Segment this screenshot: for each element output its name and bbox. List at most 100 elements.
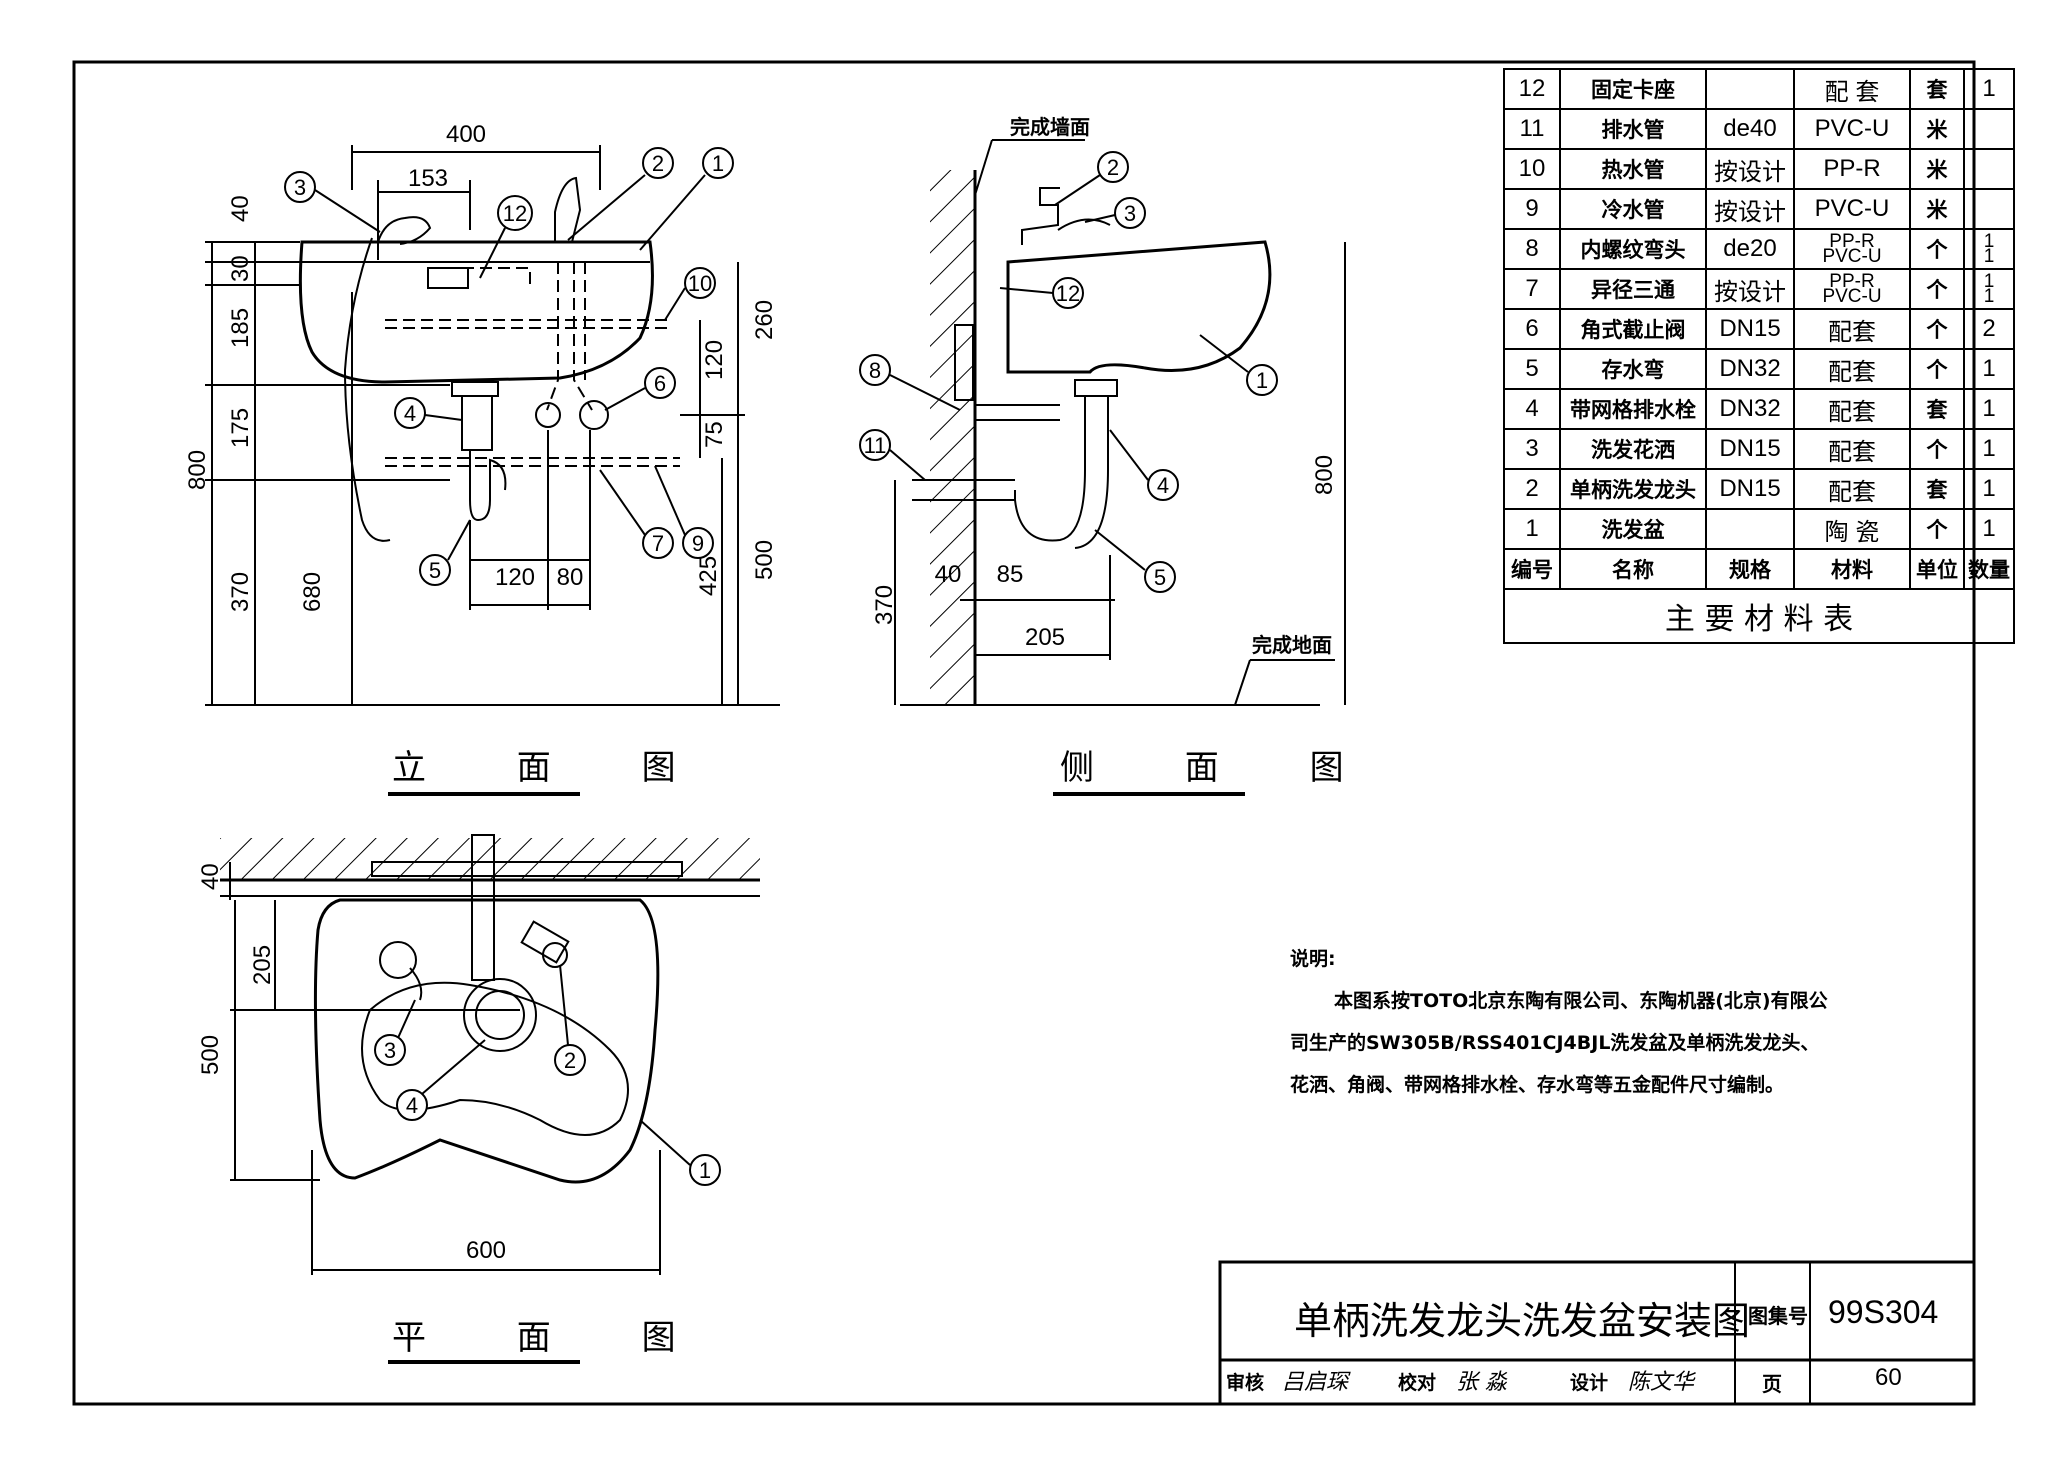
callout-p1: 1 bbox=[689, 1154, 721, 1186]
callout-e9: 9 bbox=[682, 527, 714, 559]
svg-text:2: 2 bbox=[1107, 155, 1119, 180]
finished-wall-label: 完成墙面 bbox=[1010, 115, 1090, 139]
check-label: 校对 bbox=[1398, 1372, 1437, 1394]
check-signature: 张 淼 bbox=[1456, 1370, 1507, 1395]
finished-floor-label: 完成地面 bbox=[1252, 633, 1332, 657]
row-unit: 米 bbox=[1909, 108, 1965, 150]
row-spec: DN15 bbox=[1705, 308, 1795, 350]
dim-e40: 40 bbox=[227, 195, 254, 222]
row-spec bbox=[1705, 68, 1795, 110]
svg-text:4: 4 bbox=[406, 1093, 418, 1118]
row-spec bbox=[1705, 508, 1795, 550]
side-view-title: 侧 面 图 bbox=[1060, 748, 1384, 788]
svg-text:5: 5 bbox=[429, 558, 441, 583]
qty-line-1: 1 bbox=[1983, 271, 1995, 292]
callout-s4: 4 bbox=[1147, 469, 1179, 501]
callout-s11: 11 bbox=[859, 429, 891, 461]
row-name: 排水管 bbox=[1559, 108, 1707, 150]
svg-text:12: 12 bbox=[1056, 281, 1080, 306]
qty-line-2: 1 bbox=[1983, 286, 1995, 307]
notes-line-1: 本图系按TOTO北京东陶有限公司、东陶机器(北京)有限公 bbox=[1334, 990, 1828, 1012]
row-unit: 套 bbox=[1909, 468, 1965, 510]
dim-p40: 40 bbox=[197, 863, 224, 890]
dim-s205: 205 bbox=[1025, 624, 1065, 651]
row-name: 洗发花洒 bbox=[1559, 428, 1707, 470]
row-number: 6 bbox=[1503, 308, 1561, 350]
callout-s3: 3 bbox=[1114, 197, 1146, 229]
dim-e80: 80 bbox=[557, 564, 584, 591]
callout-e1: 1 bbox=[702, 147, 734, 179]
row-unit: 个 bbox=[1909, 308, 1965, 350]
svg-text:4: 4 bbox=[404, 401, 416, 426]
svg-text:8: 8 bbox=[869, 358, 881, 383]
svg-text:6: 6 bbox=[654, 371, 666, 396]
material-line-1: PP-R bbox=[1829, 271, 1875, 292]
row-spec: 按设计 bbox=[1705, 188, 1795, 230]
row-material: 陶 瓷 bbox=[1793, 508, 1911, 550]
atlas-number: 99S304 bbox=[1828, 1294, 1939, 1330]
svg-text:12: 12 bbox=[503, 201, 527, 226]
row-qty bbox=[1963, 108, 2015, 150]
side-view bbox=[894, 139, 1346, 706]
row-material: 配套 bbox=[1793, 308, 1911, 350]
row-unit: 个 bbox=[1909, 348, 1965, 390]
callout-s12: 12 bbox=[1052, 277, 1084, 309]
row-spec: DN32 bbox=[1705, 388, 1795, 430]
dim-e175: 175 bbox=[227, 408, 254, 448]
callout-e2: 2 bbox=[642, 147, 674, 179]
callout-p2: 2 bbox=[554, 1044, 586, 1076]
qty-line-2: 1 bbox=[1983, 246, 1995, 267]
row-name: 热水管 bbox=[1559, 148, 1707, 190]
header-material: 材料 bbox=[1793, 548, 1911, 590]
callout-e7: 7 bbox=[642, 527, 674, 559]
row-qty: 1 bbox=[1963, 388, 2015, 430]
dim-e370: 370 bbox=[227, 572, 254, 612]
atlas-label: 图集号 bbox=[1748, 1304, 1808, 1328]
dim-s800: 800 bbox=[1311, 455, 1338, 495]
header-no: 编号 bbox=[1503, 548, 1561, 590]
row-qty: 1 bbox=[1963, 428, 2015, 470]
notes-line-2: 司生产的SW305B/RSS401CJ4BJL洗发盆及单柄洗发龙头、 bbox=[1290, 1032, 1820, 1054]
row-number: 4 bbox=[1503, 388, 1561, 430]
callout-e4: 4 bbox=[394, 397, 426, 429]
row-number: 10 bbox=[1503, 148, 1561, 190]
material-line-1: PP-R bbox=[1829, 231, 1875, 252]
callout-e10: 10 bbox=[684, 267, 716, 299]
svg-text:2: 2 bbox=[564, 1048, 576, 1073]
plan-view bbox=[220, 834, 760, 1275]
row-unit: 米 bbox=[1909, 148, 1965, 190]
row-number: 12 bbox=[1503, 68, 1561, 110]
dim-e425: 425 bbox=[695, 556, 722, 596]
row-number: 3 bbox=[1503, 428, 1561, 470]
notes-heading: 说明: bbox=[1290, 948, 1336, 970]
row-material: PVC-U bbox=[1793, 188, 1911, 230]
row-number: 9 bbox=[1503, 188, 1561, 230]
elevation-view-title: 立 面 图 bbox=[392, 748, 716, 788]
svg-text:11: 11 bbox=[864, 433, 887, 458]
callout-s1: 1 bbox=[1246, 364, 1278, 396]
svg-text:1: 1 bbox=[712, 151, 724, 176]
callout-e6: 6 bbox=[644, 367, 676, 399]
row-spec: DN32 bbox=[1705, 348, 1795, 390]
row-name: 存水弯 bbox=[1559, 348, 1707, 390]
dim-e30: 30 bbox=[227, 255, 254, 282]
header-unit: 单位 bbox=[1909, 548, 1965, 590]
callout-s8: 8 bbox=[859, 354, 891, 386]
dim-e500: 500 bbox=[751, 540, 778, 580]
dim-p600: 600 bbox=[466, 1237, 506, 1264]
row-qty: 1 bbox=[1963, 508, 2015, 550]
callout-e12: 12 bbox=[497, 195, 533, 231]
row-material: 配套 bbox=[1793, 348, 1911, 390]
elevation-view bbox=[205, 145, 780, 706]
svg-text:4: 4 bbox=[1157, 473, 1169, 498]
row-number: 7 bbox=[1503, 268, 1561, 310]
drawing-title: 单柄洗发龙头洗发盆安装图 bbox=[1294, 1299, 1751, 1343]
title-block-frame bbox=[1218, 1260, 1976, 1406]
